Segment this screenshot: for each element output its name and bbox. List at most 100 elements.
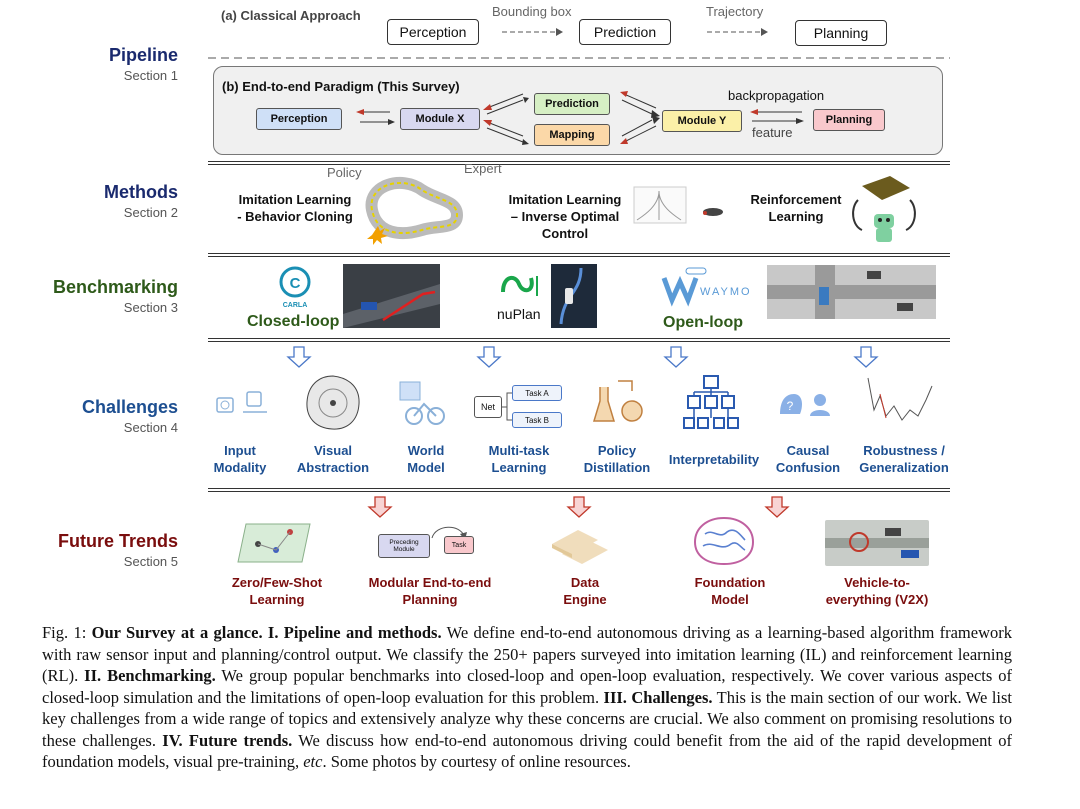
future-line: Data bbox=[570, 575, 600, 590]
il-ioc-label: Imitation Learning – Inverse Optimal Con… bbox=[500, 191, 630, 242]
section-sub-future: Section 5 bbox=[123, 554, 178, 569]
classical-planning-box: Planning bbox=[795, 20, 887, 46]
caption-text-5: . Some photos by courtesy of online reso… bbox=[322, 752, 631, 771]
caption-bold-2: II. Benchmarking. bbox=[84, 666, 216, 685]
module-x-box: Module X bbox=[400, 108, 480, 130]
challenge-interpretability: Interpretability bbox=[661, 451, 767, 468]
e2e-planning-box: Planning bbox=[813, 109, 885, 131]
data-engine-icon bbox=[552, 530, 608, 564]
robustness-curve-icon bbox=[867, 377, 933, 421]
nuplan-sim-image bbox=[551, 264, 597, 328]
svg-text:C: C bbox=[290, 275, 301, 292]
down-arrow-red-2 bbox=[566, 496, 592, 518]
challenge-line: Policy bbox=[597, 443, 637, 458]
waymo-logo-icon bbox=[661, 267, 707, 307]
trajectory-label: Trajectory bbox=[706, 4, 764, 19]
classical-perception-box: Perception bbox=[387, 19, 479, 45]
foundation-model-brain-icon bbox=[693, 516, 755, 566]
section-sub-benchmarking: Section 3 bbox=[123, 300, 178, 315]
e2e-perception-box: Perception bbox=[256, 108, 342, 130]
multitask-branch-arrows bbox=[501, 392, 513, 421]
il-bc-label: Imitation Learning - Behavior Cloning bbox=[225, 191, 365, 225]
future-line: Engine bbox=[563, 592, 607, 607]
input-modality-icon bbox=[216, 391, 267, 413]
challenge-line: Model bbox=[407, 460, 445, 475]
modular-preceding-box: Preceding Module bbox=[378, 534, 430, 558]
world-model-icon bbox=[399, 381, 445, 425]
down-arrow-red-1 bbox=[367, 496, 393, 518]
svg-text:?: ? bbox=[787, 399, 794, 413]
rl-robot-icon bbox=[852, 176, 916, 242]
challenge-line: Generalization bbox=[859, 460, 949, 475]
caption-fig-number: Fig. 1: bbox=[42, 623, 92, 642]
closed-loop-label: Closed-loop bbox=[247, 313, 340, 330]
caption-bold-4: IV. Future trends. bbox=[162, 730, 293, 750]
caption-bold-3: III. Challenges. bbox=[603, 687, 713, 707]
future-line: Foundation bbox=[694, 575, 766, 590]
challenge-line: Visual bbox=[313, 443, 353, 458]
section-title-pipeline: Pipeline bbox=[108, 45, 178, 65]
section-title-challenges: Challenges bbox=[81, 397, 178, 417]
challenge-line: Multi-task bbox=[488, 443, 550, 458]
multitask-net-box: Net bbox=[474, 396, 502, 418]
future-divider bbox=[208, 488, 950, 492]
future-line: Zero/Few-Shot bbox=[231, 575, 323, 590]
interpretability-tree-icon bbox=[683, 375, 739, 429]
backpropagation-label: backpropagation bbox=[728, 88, 825, 103]
down-arrow-blue-4 bbox=[853, 346, 879, 368]
section-title-methods: Methods bbox=[104, 182, 178, 202]
perception-modulex-arrows bbox=[356, 109, 395, 125]
challenge-robustness-generalization: Robustness / Generalization bbox=[852, 442, 956, 476]
zero-few-shot-icon bbox=[237, 523, 311, 563]
module-y-box: Module Y bbox=[662, 110, 742, 132]
challenge-line: Learning bbox=[491, 460, 547, 475]
section-title-benchmarking: Benchmarking bbox=[52, 277, 178, 297]
moduley-planning-arrows bbox=[750, 109, 804, 124]
caption-italic-etc: etc bbox=[303, 752, 323, 771]
caption-text-3: This is the main section of our work. We… bbox=[42, 687, 1012, 750]
challenge-line: Robustness / bbox=[863, 443, 945, 458]
figure-caption: Fig. 1: Our Survey at a glance. I. Pipel… bbox=[42, 622, 1012, 773]
expert-label: Expert bbox=[464, 161, 502, 176]
challenge-line: Abstraction bbox=[296, 460, 370, 475]
section-sub-challenges: Section 4 bbox=[123, 420, 178, 435]
down-arrow-red-3 bbox=[764, 496, 790, 518]
challenge-line: Confusion bbox=[775, 460, 841, 475]
bounding-box-label: Bounding box bbox=[492, 4, 572, 19]
future-v2x: Vehicle-to-everything (V2X) bbox=[812, 574, 942, 608]
multitask-task-a-box: Task A bbox=[512, 385, 562, 401]
future-line: Planning bbox=[402, 592, 458, 607]
causal-confusion-icon: ? bbox=[780, 394, 830, 416]
section-sub-pipeline: Section 1 bbox=[123, 68, 178, 83]
future-line: Model bbox=[711, 592, 749, 607]
e2e-prediction-box: Prediction bbox=[534, 93, 610, 115]
moduley-merge-arrows bbox=[620, 91, 660, 144]
pipeline-dashed-divider bbox=[208, 57, 950, 59]
benchmarking-divider bbox=[208, 253, 950, 257]
future-line: everything (V2X) bbox=[825, 592, 929, 607]
modular-task-box: Task bbox=[444, 536, 474, 554]
carla-logo-text: CARLA bbox=[282, 302, 308, 309]
challenge-line: Input bbox=[224, 443, 256, 458]
caption-text-2: We group popular benchmarks into closed-… bbox=[42, 666, 1012, 707]
rl-label: Reinforcement Learning bbox=[740, 191, 852, 225]
methods-divider bbox=[208, 161, 950, 165]
caption-text-4: We discuss how end-to-end autonomous dri… bbox=[42, 730, 1012, 772]
section-title-future: Future Trends bbox=[57, 531, 178, 551]
multitask-task-b-box: Task B bbox=[512, 412, 562, 428]
e2e-paradigm-label: (b) End-to-end Paradigm (This Survey) bbox=[222, 79, 460, 94]
challenge-line: Distillation bbox=[583, 460, 651, 475]
il-ioc-line-2: – Inverse Optimal bbox=[510, 209, 620, 224]
race-track-icon bbox=[365, 176, 464, 245]
rl-line-2: Learning bbox=[768, 209, 824, 224]
classical-arrow-1 bbox=[502, 28, 563, 36]
down-arrow-blue-2 bbox=[476, 346, 502, 368]
nuplan-logo-icon bbox=[501, 275, 538, 296]
caption-text-1: We define end-to-end autonomous driving … bbox=[42, 623, 1012, 685]
